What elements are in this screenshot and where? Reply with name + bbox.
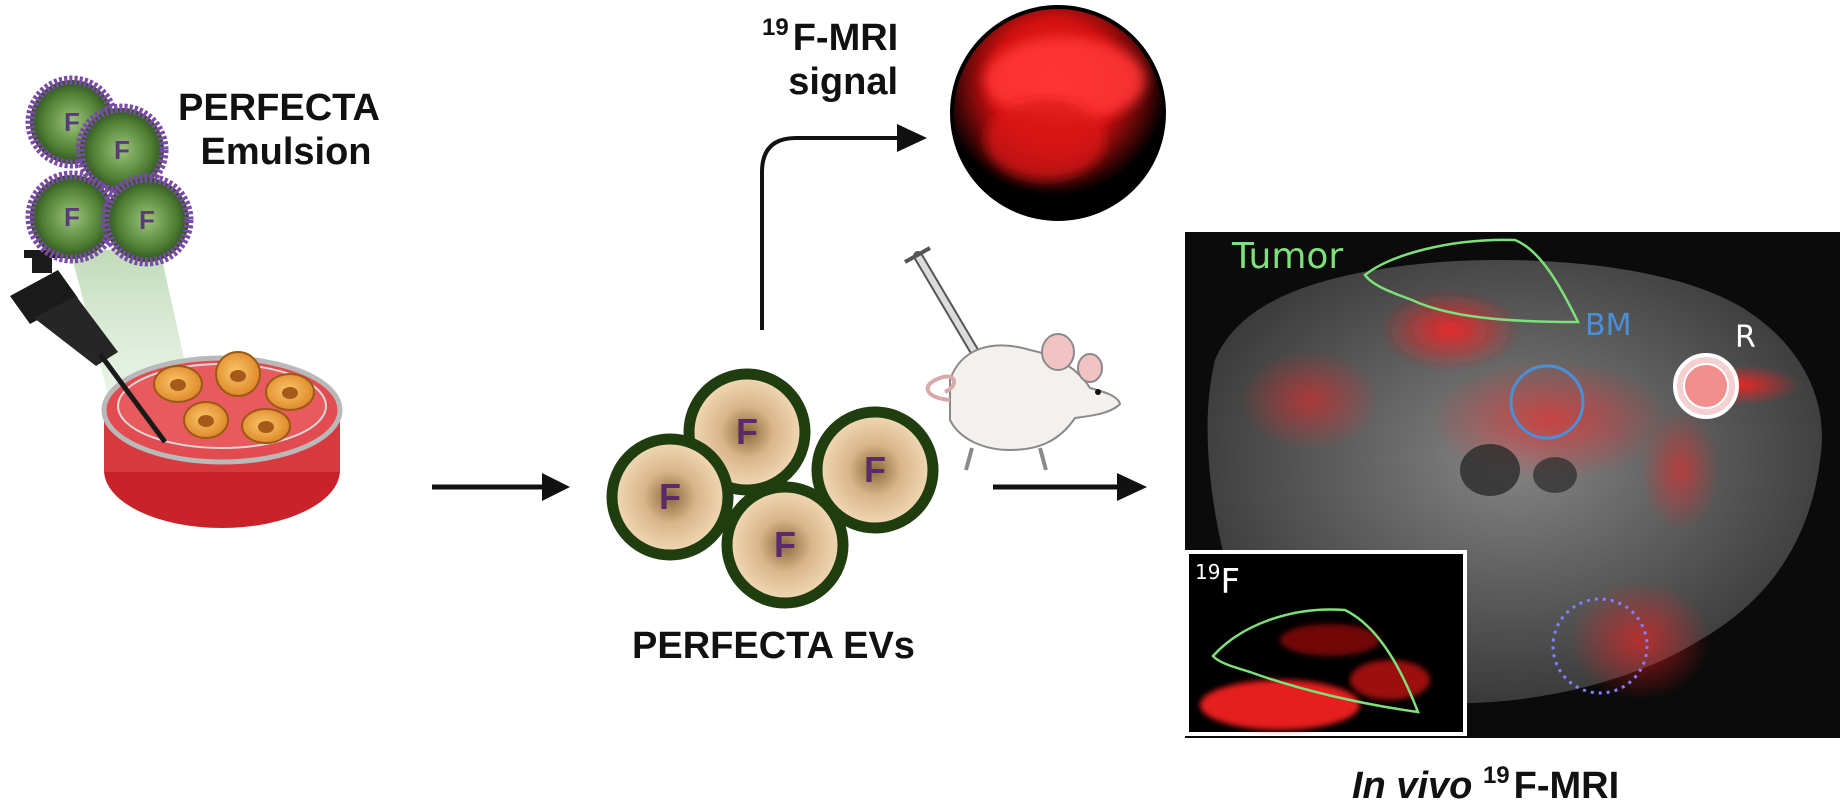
f19-inset	[1185, 550, 1467, 736]
mri-panel	[1185, 232, 1840, 738]
invivo-rest: F-MRI	[1513, 765, 1620, 807]
droplet-letter: F	[139, 205, 155, 235]
inset-sup: 19	[1195, 560, 1221, 584]
bm-outline	[1509, 364, 1585, 440]
ev-letter: F	[659, 476, 681, 517]
ev-letter: F	[864, 449, 886, 490]
inset-tumor-outline	[1211, 608, 1420, 714]
arrow-to-evs	[432, 473, 570, 501]
reference-tube	[1673, 353, 1739, 419]
invivo-italic: In vivo	[1352, 765, 1473, 807]
ev-letter: F	[774, 524, 796, 565]
emulsion-label-line1: PERFECTA	[178, 87, 380, 129]
evs-label: PERFECTA EVs	[632, 625, 915, 667]
fmri-signal-line1: F-MRI	[792, 17, 899, 59]
syringe-icon	[904, 246, 993, 381]
cells	[153, 351, 315, 444]
arrows	[432, 124, 1147, 501]
arrow-to-mri	[993, 473, 1147, 501]
droplet: F	[25, 170, 119, 264]
emulsion-label-line2: Emulsion	[200, 131, 372, 173]
ev: F	[721, 481, 849, 609]
ev-letter: F	[736, 411, 758, 452]
fmri-signal-sup: 19	[762, 14, 789, 41]
invivo-sup: 19	[1482, 762, 1510, 789]
fmri-signal-line2: signal	[788, 61, 899, 103]
ev-cluster: F F F F	[606, 368, 939, 609]
emulsion-label: PERFECTA Emulsion	[178, 86, 380, 174]
fmri-signal-image	[950, 5, 1166, 221]
mouse-icon	[925, 333, 1122, 471]
bm-label: BM	[1585, 308, 1632, 343]
tumor-label: Tumor	[1232, 236, 1344, 277]
arrow-to-signal	[760, 124, 927, 330]
droplet-letter: F	[64, 202, 80, 232]
droplet-letter: F	[64, 107, 80, 137]
pipette-icon	[10, 250, 168, 444]
ev: F	[811, 406, 939, 534]
droplet-letter: F	[114, 135, 130, 165]
left-section: F F F F	[10, 75, 343, 528]
droplet: F	[100, 173, 194, 267]
inset-letter: F	[1220, 562, 1241, 602]
ev: F	[606, 433, 734, 561]
tumor-outline	[1363, 238, 1580, 324]
r-label: R	[1735, 320, 1756, 355]
dotted-roi	[1551, 597, 1649, 695]
emulsion-droplets: F F F F	[25, 75, 194, 267]
inset-label: 19F	[1195, 560, 1240, 602]
